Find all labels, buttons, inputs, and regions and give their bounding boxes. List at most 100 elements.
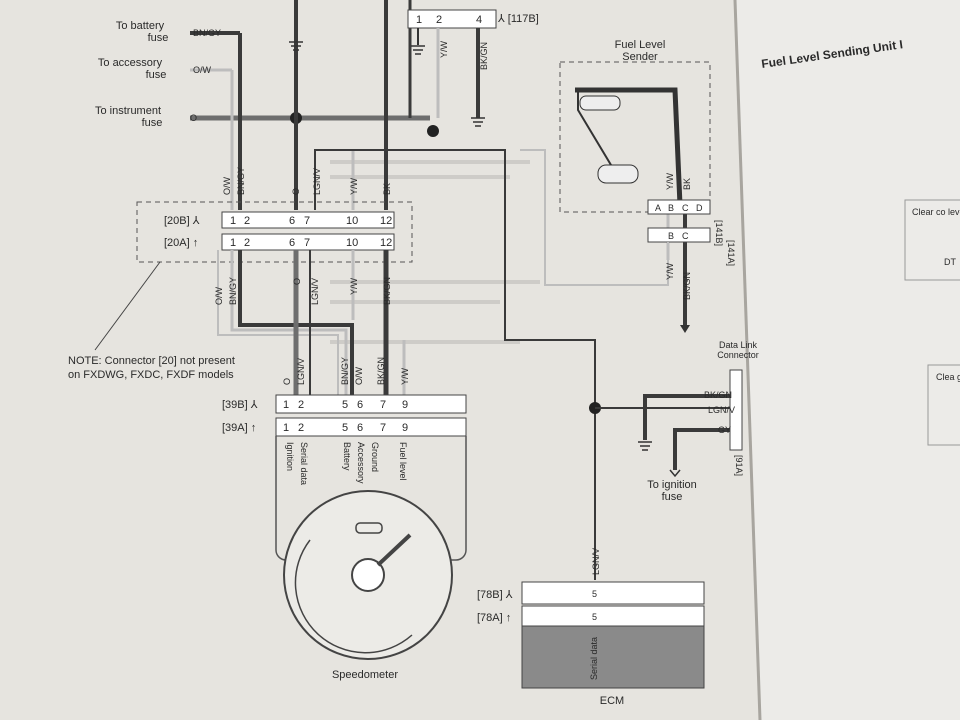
connector-20a xyxy=(221,233,395,251)
right-page-box-2 xyxy=(927,364,960,446)
svg-text:O: O xyxy=(282,378,292,385)
svg-text:D: D xyxy=(696,203,703,213)
accessory-fuse-wire: O/W xyxy=(193,65,212,75)
svg-text:B: B xyxy=(668,203,674,213)
svg-text:10: 10 xyxy=(346,215,358,227)
svg-text:O/W: O/W xyxy=(222,176,232,195)
svg-text:BK/GN: BK/GN xyxy=(376,357,386,385)
svg-text:LGN/V: LGN/V xyxy=(310,278,320,305)
connector-39-function-labels: Ignition Serial data Battery Accessory G… xyxy=(285,442,408,485)
svg-text:BN/GY: BN/GY xyxy=(228,277,238,305)
svg-text:9: 9 xyxy=(402,399,408,411)
svg-text:12: 12 xyxy=(380,237,392,249)
sender-wire-label-2: BK/GN xyxy=(682,272,692,300)
svg-text:Serial data: Serial data xyxy=(299,442,309,485)
connector-117-pin: 2 xyxy=(436,14,442,26)
svg-text:2: 2 xyxy=(244,237,250,249)
speedometer-odometer-window xyxy=(355,522,383,534)
wire-y-w-gauge xyxy=(520,149,669,286)
svg-text:10: 10 xyxy=(346,237,358,249)
right-page-box-1-text: Clear co level ser xyxy=(912,207,960,217)
speedometer-label: Speedometer xyxy=(332,669,398,681)
svg-text:5: 5 xyxy=(342,422,348,434)
bleed-through-text xyxy=(330,160,540,344)
data-link-wire-label: LGN/V xyxy=(708,405,735,415)
ground-symbol-top xyxy=(289,41,303,51)
page-gutter xyxy=(733,0,762,720)
svg-text:1: 1 xyxy=(283,399,289,411)
connector-20-outline xyxy=(136,201,413,263)
ecm-function-label: Serial data xyxy=(589,637,599,680)
svg-text:1: 1 xyxy=(230,237,236,249)
connector-141a-ref: [141A] xyxy=(726,240,736,266)
connector-78b-ref: [78B] ⅄ xyxy=(477,589,513,601)
wire-label: BK/GN xyxy=(479,42,489,70)
svg-text:9: 9 xyxy=(402,422,408,434)
connector-78a-pin: 5 xyxy=(592,612,597,622)
ground-symbol-117 xyxy=(411,45,425,55)
battery-fuse-wire: BN/GY xyxy=(193,28,221,38)
svg-text:7: 7 xyxy=(304,237,310,249)
svg-text:6: 6 xyxy=(357,422,363,434)
svg-text:1: 1 xyxy=(283,422,289,434)
connector-78b xyxy=(521,581,705,605)
sender-float xyxy=(579,95,621,111)
connector-20a-pins: 1 2 6 7 10 12 xyxy=(230,237,392,249)
svg-text:BN/GY: BN/GY xyxy=(236,167,246,195)
svg-text:Accessory: Accessory xyxy=(356,442,366,484)
connector-20b-pins: 1 2 6 7 10 12 xyxy=(230,215,392,227)
connector-117-pin: 1 xyxy=(416,14,422,26)
svg-text:C: C xyxy=(682,231,689,241)
connector-39b-pins: 1 2 5 6 7 9 xyxy=(283,399,408,411)
svg-text:1: 1 xyxy=(230,215,236,227)
connector-20-bottom-wire-labels: O/W BN/GY O LGN/V Y/W BK/GN xyxy=(214,277,392,305)
data-link-ref: [91A] xyxy=(734,455,744,476)
svg-text:Y/W: Y/W xyxy=(349,277,359,295)
wire-data-link-gy xyxy=(673,428,730,470)
sender-wire-label: Y/W xyxy=(665,172,675,190)
svg-text:Ground: Ground xyxy=(370,442,380,472)
connector-117-pin: 4 xyxy=(476,14,482,26)
instrument-fuse-wire: O xyxy=(190,113,197,123)
connector-141b-ref: [141B] xyxy=(714,220,724,246)
svg-text:7: 7 xyxy=(304,215,310,227)
sender-outline xyxy=(559,61,711,213)
svg-text:BN/GY: BN/GY xyxy=(340,357,350,385)
svg-text:6: 6 xyxy=(357,399,363,411)
speedometer-needle xyxy=(376,533,412,567)
connector-141b-pins: A B C D xyxy=(655,203,703,213)
ecm-label: ECM xyxy=(600,695,624,707)
ground-symbol-data-link xyxy=(638,441,652,451)
connector-39b-ref: [39B] ⅄ xyxy=(222,399,258,411)
connector-20-top-wire-labels: O/W BN/GY O LGN/V Y/W BK xyxy=(222,167,392,195)
svg-text:O/W: O/W xyxy=(214,286,224,305)
wire-lgn-v-serial xyxy=(314,149,596,580)
svg-text:A: A xyxy=(655,203,661,213)
note-leader-line xyxy=(94,261,161,351)
svg-text:12: 12 xyxy=(380,215,392,227)
splice-dot-2 xyxy=(427,125,439,137)
right-page-box-1-dt: DT xyxy=(944,257,956,267)
svg-text:Y/W: Y/W xyxy=(400,367,410,385)
connector-20b-ref: [20B] ⅄ xyxy=(164,215,200,227)
ecm-wire-label: LGN/V xyxy=(591,548,601,575)
connector-117-ref: ⅄ [117B] xyxy=(497,13,539,25)
connector-39a-ref: [39A] ↑ xyxy=(222,422,256,434)
right-page-box-1 xyxy=(904,199,960,281)
svg-text:C: C xyxy=(682,203,689,213)
svg-text:Ignition: Ignition xyxy=(285,442,295,471)
ecm-body xyxy=(521,625,705,689)
svg-text:Y/W: Y/W xyxy=(349,177,359,195)
data-link-wire-label: GY xyxy=(718,425,731,435)
connector-39a-pins: 1 2 5 6 7 9 xyxy=(283,422,408,434)
svg-text:LGN/V: LGN/V xyxy=(296,358,306,385)
svg-text:O: O xyxy=(291,188,301,195)
svg-text:2: 2 xyxy=(298,422,304,434)
svg-text:7: 7 xyxy=(380,422,386,434)
svg-text:Battery: Battery xyxy=(342,442,352,471)
